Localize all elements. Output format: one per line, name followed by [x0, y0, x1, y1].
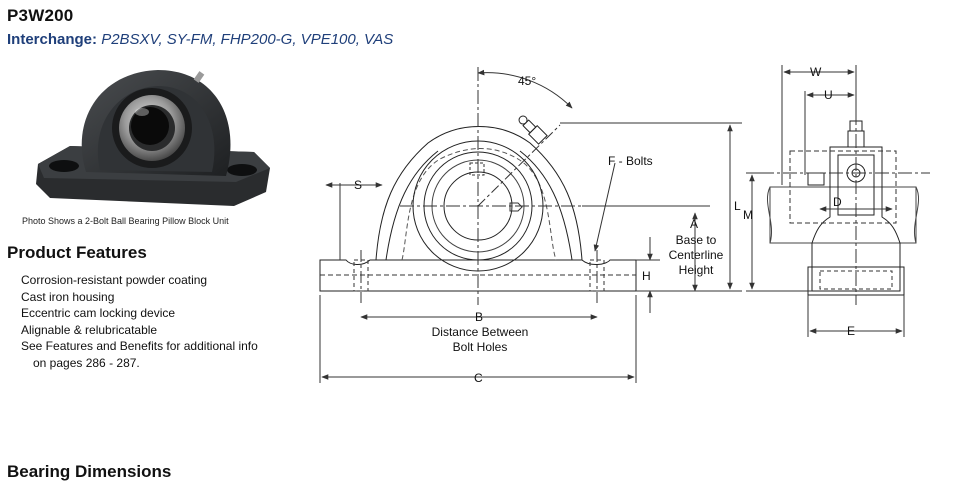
interchange-label: Interchange: — [7, 31, 98, 48]
label-centerline: Centerline — [669, 248, 724, 262]
interchange-line: Interchange: P2BSXV, SY-FM, FHP200-G, VP… — [7, 31, 393, 48]
bearing-dimensions-heading: Bearing Dimensions — [7, 462, 172, 481]
label-h: H — [642, 269, 651, 283]
label-d: D — [833, 195, 842, 209]
interchange-value: P2BSXV, SY-FM, FHP200-G, VPE100, VAS — [101, 31, 394, 48]
front-dimensions — [319, 122, 742, 383]
feature-item: Alignable & relubricatable — [21, 322, 158, 337]
feature-item: Eccentric cam locking device — [21, 306, 176, 320]
label-e: E — [847, 324, 855, 338]
label-b: B — [475, 310, 483, 324]
feature-item: Cast iron housing — [21, 289, 115, 304]
label-height: Height — [679, 263, 714, 277]
features-heading: Product Features — [7, 243, 147, 262]
label-m: M — [743, 208, 753, 222]
label-s: S — [354, 178, 362, 192]
product-photo — [36, 70, 270, 206]
label-base-to: Base to — [676, 233, 717, 247]
label-c: C — [474, 371, 483, 385]
product-model-title: P3W200 — [7, 6, 74, 25]
side-dimensions — [746, 65, 905, 337]
label-a: A — [690, 217, 698, 231]
side-view — [760, 111, 930, 305]
dimension-drawing: 45° S F - Bolts A Base to Centerline Hei… — [319, 65, 930, 385]
feature-item: See Features and Benefits for additional… — [21, 339, 258, 370]
front-view — [319, 67, 710, 305]
features-list: Corrosion-resistant powder coating Cast … — [21, 272, 271, 371]
photo-caption: Photo Shows a 2-Bolt Ball Bearing Pillow… — [22, 216, 229, 226]
label-l: L — [734, 199, 741, 213]
label-u: U — [824, 88, 833, 102]
feature-item: Corrosion-resistant powder coating — [21, 273, 208, 287]
label-w: W — [810, 65, 822, 79]
label-f-bolts: F - Bolts — [608, 154, 653, 168]
label-bolt-holes: Bolt Holes — [453, 340, 508, 354]
angle-label: 45° — [518, 74, 536, 88]
label-distance-between: Distance Between — [432, 325, 529, 339]
